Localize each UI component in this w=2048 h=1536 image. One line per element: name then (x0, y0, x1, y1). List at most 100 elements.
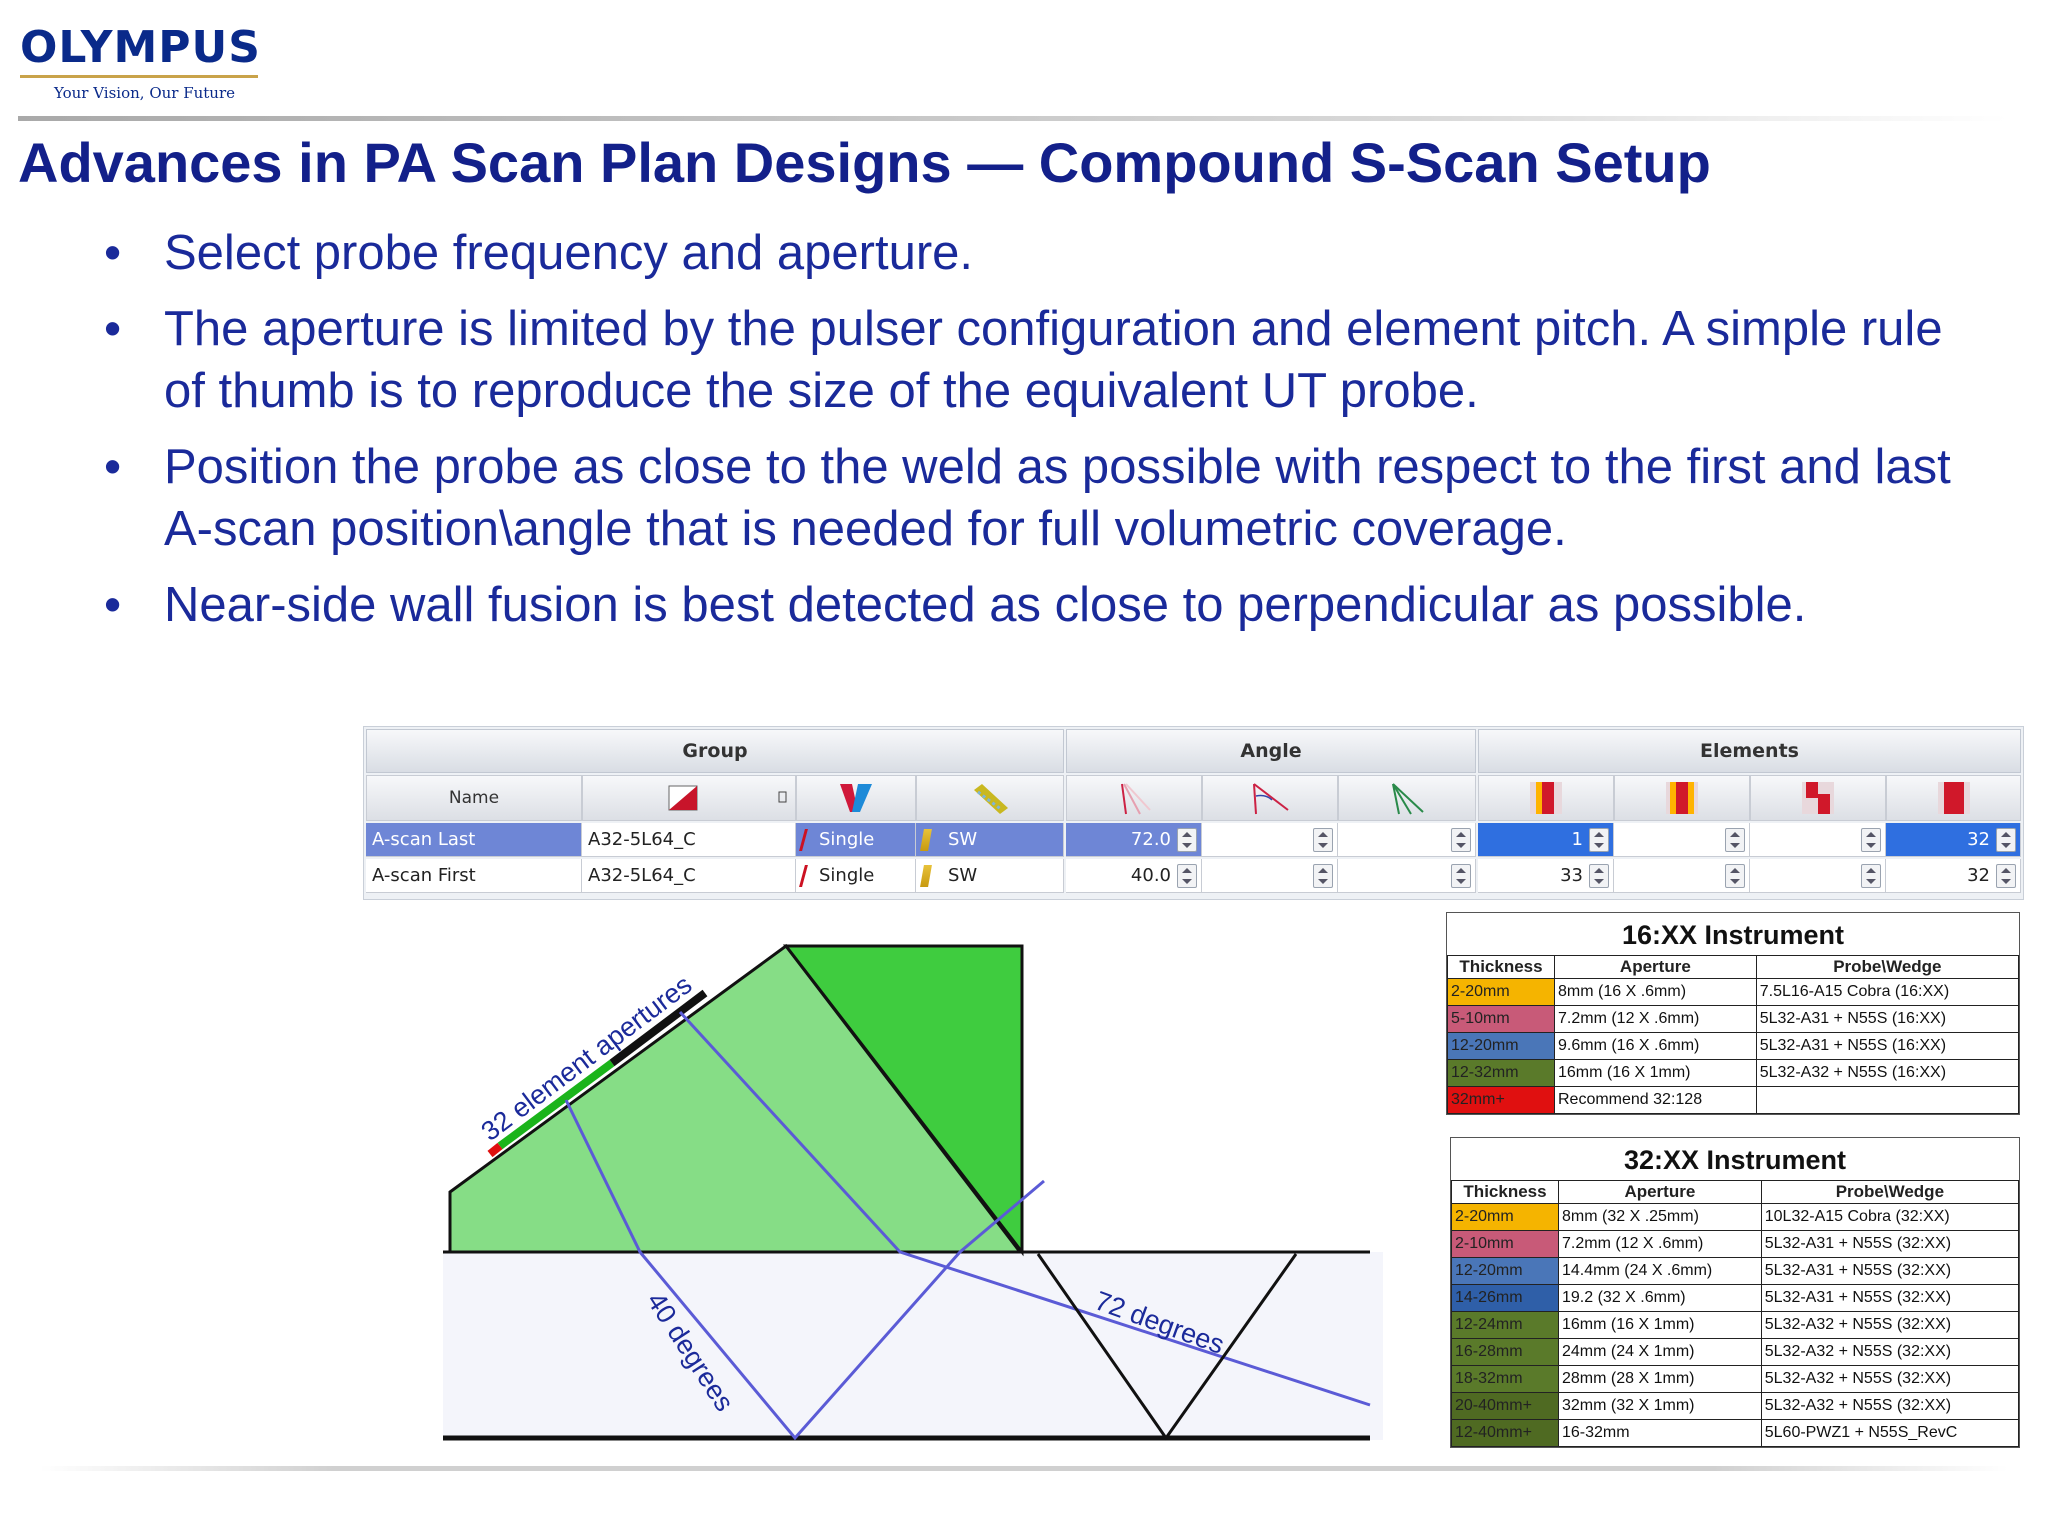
probe-wedge-header: Probe\Wedge (1760, 1180, 2020, 1204)
probe-cell: 5L60-PWZ1 + N55S_RevC (1760, 1419, 2020, 1447)
aperture-cell: 16mm (16 X 1mm) (1558, 1311, 1762, 1339)
spinner[interactable] (1725, 828, 1745, 852)
row-element-aperture[interactable]: 32 (1886, 859, 2021, 893)
weld-diagram: 32 element apertures 40 degrees 72 degre… (443, 943, 1383, 1441)
aperture-cell: 16-32mm (1558, 1419, 1762, 1447)
spinner[interactable] (1861, 864, 1881, 888)
aperture-cell: 16mm (16 X 1mm) (1554, 1059, 1757, 1087)
row-scan-type[interactable]: Single (796, 859, 916, 893)
aperture-cell: 32mm (32 X 1mm) (1558, 1392, 1762, 1420)
wave-type-icon (974, 784, 1008, 814)
probe-column-header[interactable] (582, 775, 796, 821)
row-angle-step[interactable] (1338, 823, 1476, 857)
wave-column-header[interactable] (916, 775, 1064, 821)
spinner[interactable] (1313, 828, 1333, 852)
angle-header: Angle (1066, 729, 1476, 773)
element-qty-header[interactable] (1614, 775, 1750, 821)
table-row[interactable]: A-scan Last A32-5L64_C Single SW 72.0 1 … (364, 823, 2023, 859)
thickness-cell: 32mm+ (1447, 1086, 1555, 1114)
thickness-cell: 12-24mm (1451, 1311, 1559, 1339)
thickness-cell: 12-40mm+ (1451, 1419, 1559, 1447)
spinner[interactable] (1996, 828, 2016, 852)
header-divider (18, 116, 2008, 121)
logo-underline (20, 75, 258, 78)
row-element-first[interactable]: 1 (1478, 823, 1614, 857)
probe-cell: 5L32-A32 + N55S (32:XX) (1760, 1338, 2020, 1366)
thickness-cell: 12-20mm (1451, 1257, 1559, 1285)
angle-stop-icon (1253, 783, 1289, 815)
angle-stop-header[interactable] (1202, 775, 1338, 821)
table-row[interactable]: A-scan First A32-5L64_C Single SW 40.0 3… (364, 859, 2023, 895)
table-row: 16-28mm 24mm (24 X 1mm) 5L32-A32 + N55S … (1451, 1338, 2020, 1366)
row-wave-type[interactable]: SW (916, 823, 1064, 857)
row-name[interactable]: A-scan Last (366, 823, 582, 857)
element-aperture-header[interactable] (1886, 775, 2021, 821)
row-name[interactable]: A-scan First (366, 859, 582, 893)
spinner[interactable] (1861, 828, 1881, 852)
angle-step-header[interactable] (1338, 775, 1476, 821)
row-element-qty[interactable] (1614, 859, 1750, 893)
table-row: 2-10mm 7.2mm (12 X .6mm) 5L32-A31 + N55S… (1451, 1230, 2020, 1258)
table-row: 5-10mm 7.2mm (12 X .6mm) 5L32-A31 + N55S… (1447, 1005, 2020, 1033)
row-angle-start[interactable]: 72.0 (1066, 823, 1202, 857)
spinner[interactable] (1589, 828, 1609, 852)
spinner[interactable] (1589, 864, 1609, 888)
spinner[interactable] (1313, 864, 1333, 888)
element-aperture-icon (1937, 782, 1970, 814)
probe-cell (1755, 1086, 2020, 1114)
aperture-cell: Recommend 32:128 (1554, 1086, 1757, 1114)
probe-cell: 5L32-A31 + N55S (32:XX) (1760, 1230, 2020, 1258)
thickness-cell: 12-32mm (1447, 1059, 1555, 1087)
row-probe[interactable]: A32-5L64_C (582, 859, 796, 893)
spinner[interactable] (1996, 864, 2016, 888)
spinner[interactable] (1451, 828, 1471, 852)
name-column-header[interactable]: Name (366, 775, 582, 821)
aperture-cell: 7.2mm (12 X .6mm) (1554, 1005, 1757, 1033)
elements-header: Elements (1478, 729, 2021, 773)
aperture-cell: 24mm (24 X 1mm) (1558, 1338, 1762, 1366)
scan-type-column-header[interactable] (796, 775, 916, 821)
element-step-header[interactable] (1750, 775, 1886, 821)
row-probe[interactable]: A32-5L64_C (582, 823, 796, 857)
row-angle-stop[interactable] (1202, 823, 1338, 857)
probe-cell: 5L32-A31 + N55S (32:XX) (1760, 1257, 2020, 1285)
beam-40-degrees (564, 1099, 1045, 1441)
row-element-qty[interactable] (1614, 823, 1750, 857)
angle-start-header[interactable] (1066, 775, 1202, 821)
spinner[interactable] (1177, 828, 1197, 852)
probe-cell: 7.5L16-A15 Cobra (16:XX) (1755, 978, 2020, 1006)
row-wave-type[interactable]: SW (916, 859, 1064, 893)
aperture-start-mark (487, 1142, 503, 1158)
element-first-header[interactable] (1478, 775, 1614, 821)
probe-cell: 10L32-A15 Cobra (32:XX) (1760, 1203, 2020, 1231)
row-scan-type[interactable]: Single (796, 823, 916, 857)
table-32xx-instrument: 32:XX Instrument Thickness Aperture Prob… (1450, 1137, 2020, 1448)
row-angle-start[interactable]: 40.0 (1066, 859, 1202, 893)
thickness-cell: 2-20mm (1451, 1203, 1559, 1231)
aperture-cell: 9.6mm (16 X .6mm) (1554, 1032, 1757, 1060)
probe-cell: 5L32-A32 + N55S (32:XX) (1760, 1365, 2020, 1393)
row-element-aperture[interactable]: 32 (1886, 823, 2021, 857)
angle-step-icon (1392, 783, 1424, 815)
table-row: 32mm+ Recommend 32:128 (1447, 1086, 2020, 1114)
element-step-icon (1802, 782, 1834, 814)
row-element-first[interactable]: 33 (1478, 859, 1614, 893)
beam-72-degrees (678, 1010, 1371, 1407)
table-16xx: Thickness Aperture Probe\Wedge 2-20mm 8m… (1447, 955, 2020, 1114)
probe-cell: 5L32-A31 + N55S (16:XX) (1755, 1005, 2020, 1033)
footer-divider (40, 1466, 2008, 1471)
spinner[interactable] (1177, 864, 1197, 888)
spinner[interactable] (1451, 864, 1471, 888)
olympus-logo: OLYMPUS Your Vision, Our Future (20, 22, 261, 102)
table-row: 12-40mm+ 16-32mm 5L60-PWZ1 + N55S_RevC (1451, 1419, 2020, 1447)
row-element-step[interactable] (1750, 823, 1886, 857)
thickness-cell: 5-10mm (1447, 1005, 1555, 1033)
row-element-step[interactable] (1750, 859, 1886, 893)
probe-cell: 5L32-A31 + N55S (32:XX) (1760, 1284, 2020, 1312)
aperture-green (497, 1059, 615, 1150)
row-angle-step[interactable] (1338, 859, 1476, 893)
table-row: 12-20mm 14.4mm (24 X .6mm) 5L32-A31 + N5… (1451, 1257, 2020, 1285)
spinner[interactable] (1725, 864, 1745, 888)
row-angle-stop[interactable] (1202, 859, 1338, 893)
table-16xx-title: 16:XX Instrument (1621, 920, 1845, 950)
